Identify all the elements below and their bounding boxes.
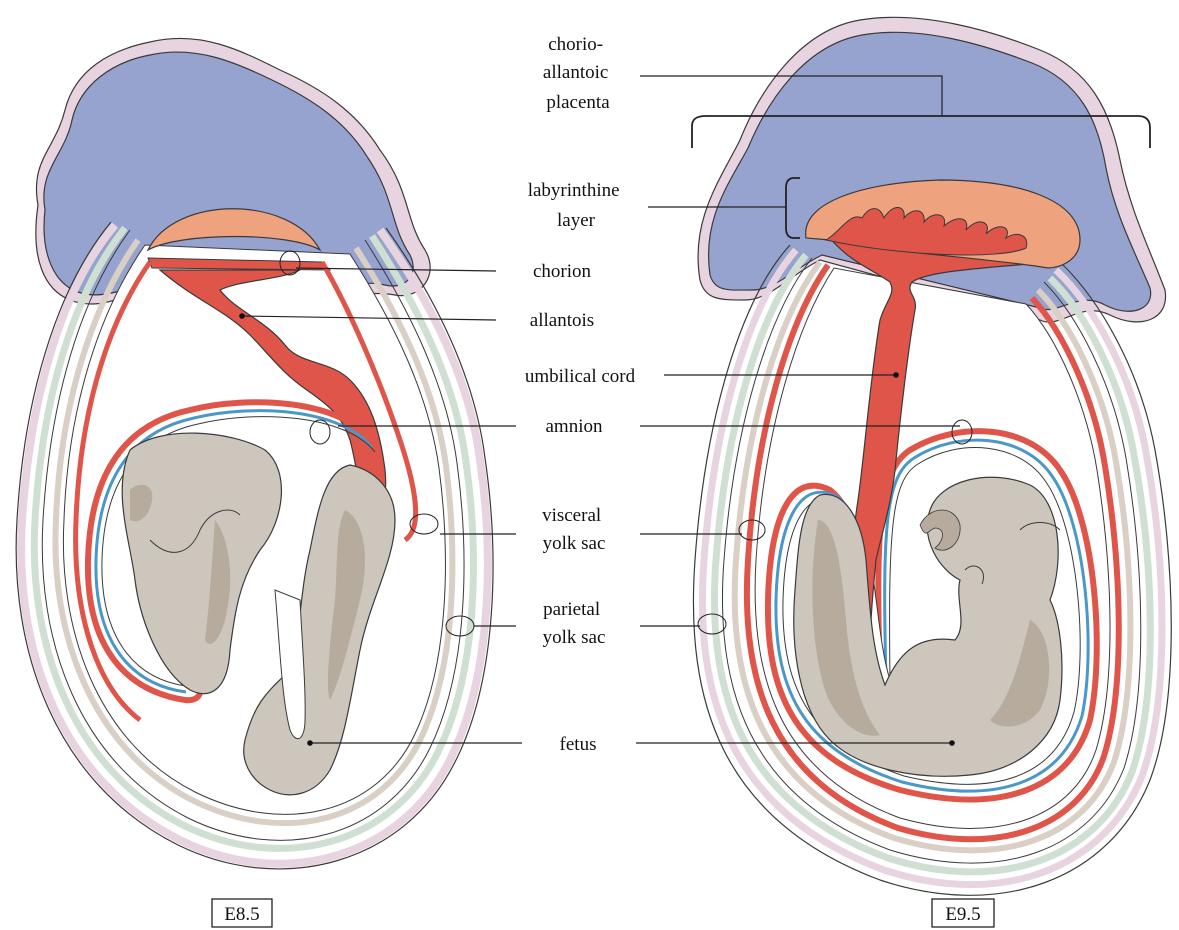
dot-fetus-right (949, 740, 955, 746)
dot-allantois (239, 313, 245, 319)
stage-text-left: E8.5 (224, 904, 259, 925)
label-chorion: chorion (533, 261, 592, 282)
label-parietal-yolk-sac: parietal yolk sac (543, 599, 606, 648)
label-chorio-allantoic-placenta: chorio- allantoic placenta (543, 34, 613, 113)
e8-5-embryo (16, 38, 493, 869)
label-amnion: amnion (546, 416, 603, 437)
dot-umbilical-cord (893, 372, 899, 378)
e9-5-embryo (692, 17, 1171, 895)
label-allantois: allantois (530, 310, 594, 331)
dot-fetus-left (307, 740, 313, 746)
stage-label-left: E8.5 (212, 899, 272, 927)
label-umbilical-cord: umbilical cord (525, 366, 636, 387)
stage-label-right: E9.5 (932, 899, 994, 927)
labels: chorio- allantoic placenta labyrinthine … (525, 34, 636, 755)
label-labyrinthine-layer: labyrinthine layer (528, 180, 625, 231)
label-visceral-yolk-sac: visceral yolk sac (542, 505, 606, 554)
label-fetus: fetus (560, 734, 597, 755)
stage-text-right: E9.5 (945, 904, 980, 925)
